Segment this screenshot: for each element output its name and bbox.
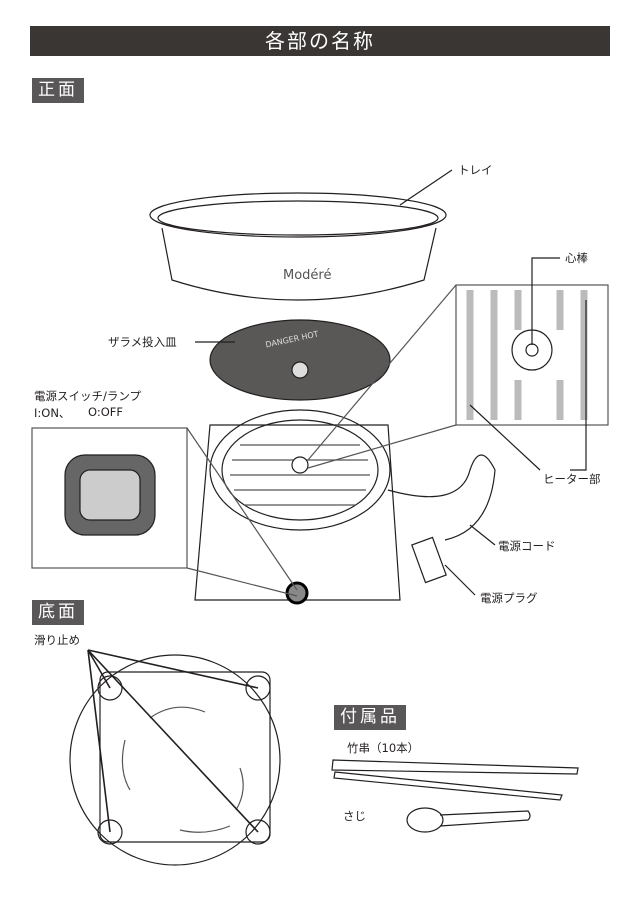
- section-accessories: 付属品: [334, 705, 406, 730]
- tray-logo: Modéré: [283, 268, 332, 283]
- label-skewers: 竹串（10本）: [347, 741, 420, 755]
- label-spoon: さじ: [343, 809, 366, 823]
- section-bottom: 底面: [32, 600, 84, 625]
- section-front: 正面: [32, 78, 84, 103]
- label-feet: 滑り止め: [34, 633, 80, 647]
- label-switch-off: O:OFF: [88, 405, 124, 419]
- label-switch-on: I:ON、: [34, 406, 71, 420]
- label-spindle: 心棒: [565, 251, 588, 265]
- label-tray: トレイ: [458, 163, 493, 177]
- label-plug: 電源プラグ: [480, 591, 538, 605]
- label-heater: ヒーター部: [543, 472, 601, 486]
- page-title: 各部の名称: [30, 26, 610, 56]
- label-cord: 電源コード: [498, 539, 556, 553]
- label-sugar-dish: ザラメ投入皿: [108, 335, 177, 349]
- tray-illustration: [149, 192, 447, 301]
- label-switch: 電源スイッチ/ランプ: [34, 389, 142, 403]
